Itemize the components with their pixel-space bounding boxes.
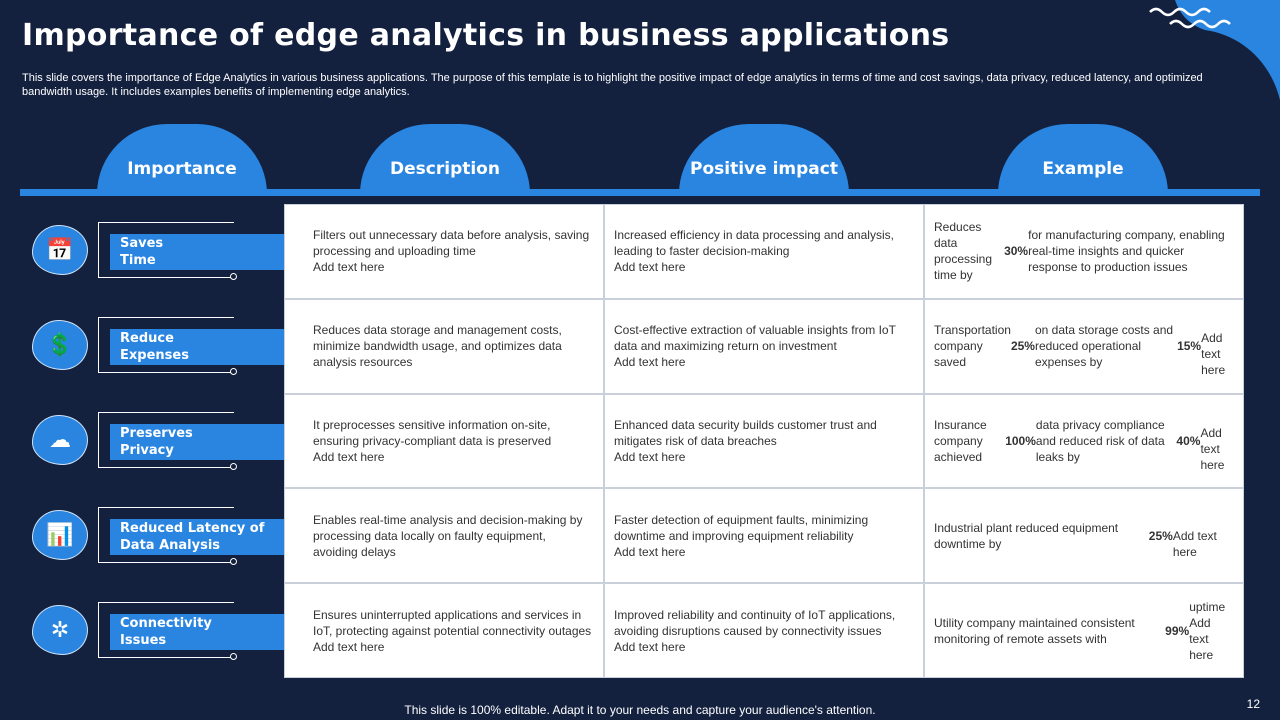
header-example: Example [998,124,1168,194]
calendar-icon: 📅 [32,225,88,275]
analysis-report-icon: 📊 [32,510,88,560]
bracket-decoration [98,317,237,375]
header-importance: Importance [97,124,267,194]
cloud-lock-icon: ☁ [32,415,88,465]
money-person-icon: 💲 [32,320,88,370]
description-cell: Filters out unnecessary data before anal… [284,204,604,299]
impact-cell: Enhanced data security builds customer t… [604,393,924,489]
header-bar [20,189,1260,196]
importance-label: Reduce Expenses [110,329,302,365]
example-cell: Reduces data processing time by 30% for … [924,204,1244,299]
description-cell: Reduces data storage and management cost… [284,298,604,394]
header-positive-impact: Positive impact [679,124,849,194]
page-number: 12 [1246,697,1260,711]
bracket-decoration [98,507,237,565]
network-icon: ✲ [32,605,88,655]
impact-cell: Faster detection of equipment faults, mi… [604,488,924,584]
bracket-decoration [98,602,237,660]
description-cell: It preprocesses sensitive information on… [284,393,604,489]
impact-cell: Improved reliability and continuity of I… [604,583,924,678]
importance-item: 📅 Saves Time [30,204,302,299]
corner-wave-decoration [1149,0,1280,100]
example-cell: Insurance company achieved 100% data pri… [924,393,1244,489]
example-cell: Transportation company saved 25% on data… [924,298,1244,394]
importance-item: ☁ Preserves Privacy [30,394,302,489]
bracket-decoration [98,222,237,280]
description-cell: Enables real-time analysis and decision-… [284,488,604,584]
page-subtitle: This slide covers the importance of Edge… [22,72,1203,98]
footer-note: This slide is 100% editable. Adapt it to… [404,703,876,717]
importance-item: 📊 Reduced Latency of Data Analysis [30,489,302,584]
impact-cell: Cost-effective extraction of valuable in… [604,298,924,394]
importance-label: Preserves Privacy [110,424,302,460]
example-cell: Utility company maintained consistent mo… [924,583,1244,678]
page-title: Importance of edge analytics in business… [22,18,950,53]
bracket-decoration [98,412,237,470]
example-cell: Industrial plant reduced equipment downt… [924,488,1244,584]
content-table: Filters out unnecessary data before anal… [284,204,1244,678]
impact-cell: Increased efficiency in data processing … [604,204,924,299]
header-description: Description [360,124,530,194]
importance-item: 💲 Reduce Expenses [30,299,302,394]
importance-item: ✲ Connectivity Issues [30,584,302,679]
importance-label: Saves Time [110,234,302,270]
importance-label: Connectivity Issues [110,614,302,650]
importance-label: Reduced Latency of Data Analysis [110,519,302,555]
description-cell: Ensures uninterrupted applications and s… [284,583,604,678]
